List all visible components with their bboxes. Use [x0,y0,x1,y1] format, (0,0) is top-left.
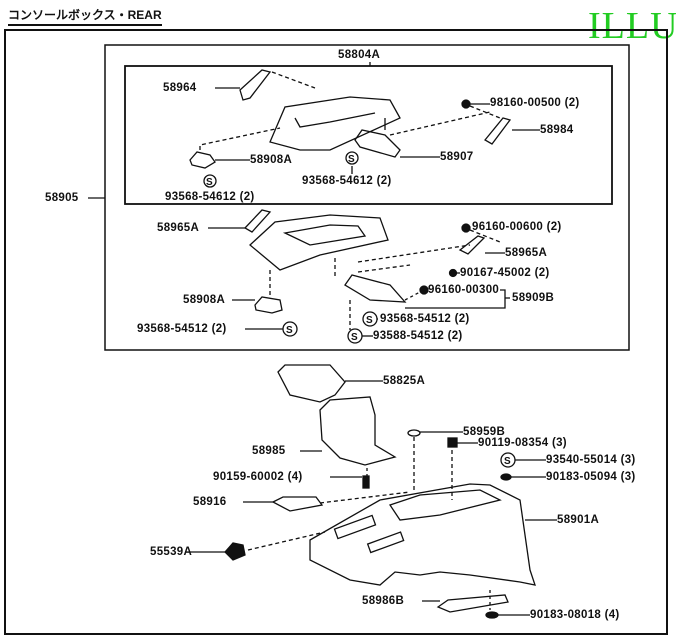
label-90119-08354: 90119-08354 (3) [478,437,567,449]
label-58909B: 58909B [512,292,555,304]
label-96160-00600: 96160-00600 (2) [472,221,562,233]
label-93568-54512-d: 93568-54512 (2) [137,323,227,335]
outer-frame [4,29,668,635]
label-90167-45002: 90167-45002 (2) [460,267,550,279]
svg-text:S: S [286,325,293,336]
svg-text:S: S [351,332,358,343]
svg-text:S: S [206,177,213,188]
label-58908A-mid: 58908A [183,294,226,306]
label-58964: 58964 [163,82,197,94]
tray-part [249,214,389,271]
label-93540-55014: 93540-55014 (3) [546,454,636,466]
label-58908A-top: 58908A [250,154,293,166]
label-93588-54512-e: 93588-54512 (2) [373,330,463,342]
label-98160-00500: 98160-00500 (2) [490,97,580,109]
label-58965A-left: 58965A [157,222,200,234]
lid-part [269,96,401,151]
label-58965A-right: 58965A [505,247,548,259]
label-93568-54512-c: 93568-54512 (2) [380,313,470,325]
assembly-box-58804A [124,65,613,205]
support-bracket-part [319,396,397,466]
label-58985: 58985 [252,445,286,457]
label-93568-54612-a: 93568-54612 (2) [302,175,392,187]
console-body-part [309,483,536,586]
cup-holder-part [277,364,346,403]
label-58984: 58984 [540,124,574,136]
hinge-part [239,69,272,101]
diagram-title: コンソールボックス・REAR [8,6,162,26]
label-90183-05094: 90183-05094 (3) [546,471,636,483]
label-93568-54612-b: 93568-54612 (2) [165,191,255,203]
svg-text:S: S [504,456,511,467]
label-58804A: 58804A [338,49,381,61]
svg-text:S: S [366,315,373,326]
label-58825A: 58825A [383,375,426,387]
label-96160-00300: 96160-00300 [428,284,500,296]
label-90183-08018: 90183-08018 (4) [530,609,620,621]
label-58916: 58916 [193,496,227,508]
label-58959B: 58959B [463,426,506,438]
label-55539A: 55539A [150,546,193,558]
label-90159-60002: 90159-60002 (4) [213,471,303,483]
watermark-logo: ILLU [588,5,676,47]
bracket-part [344,274,407,303]
label-58907: 58907 [440,151,474,163]
label-58905: 58905 [45,192,79,204]
label-58986B: 58986B [362,595,405,607]
svg-text:S: S [348,154,355,165]
label-58901A: 58901A [557,514,600,526]
latch-part [354,129,401,158]
